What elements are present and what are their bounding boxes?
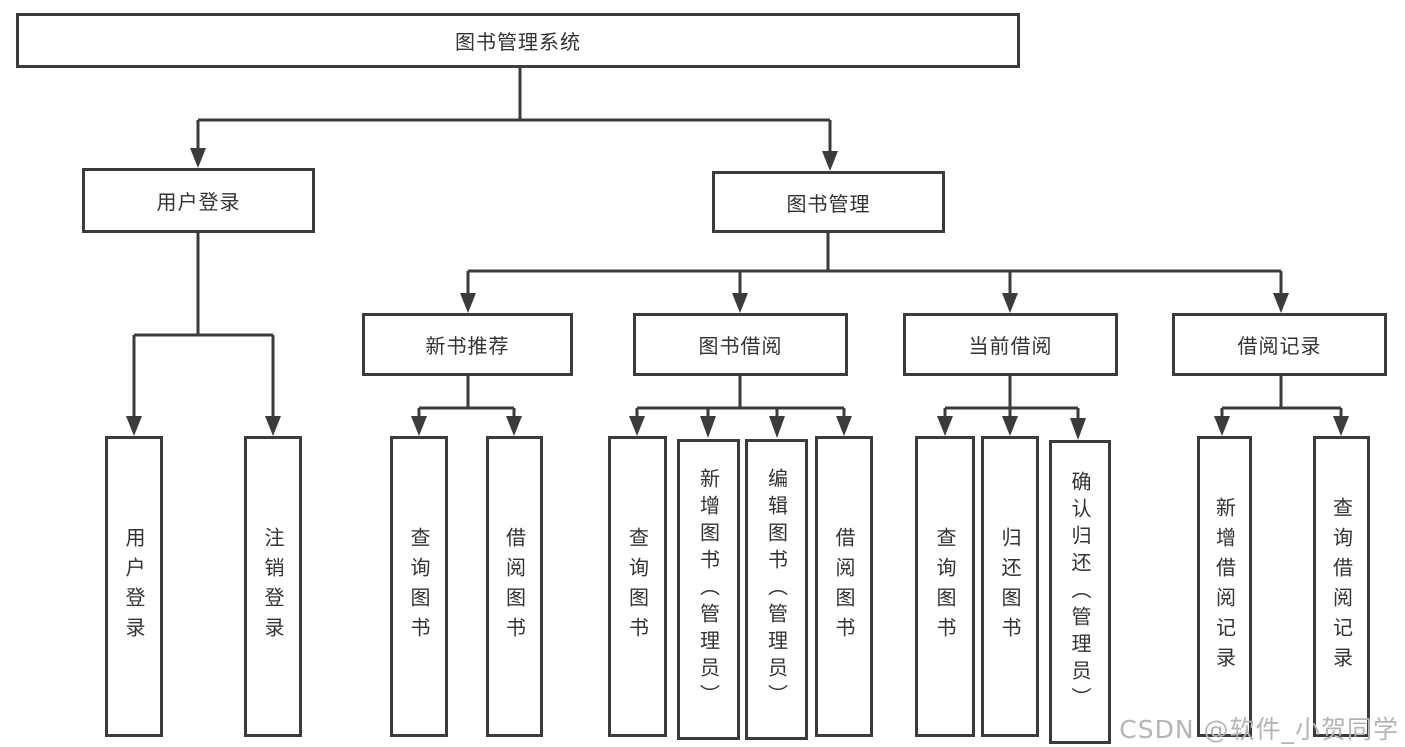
node-label: 图书借阅 xyxy=(698,334,783,358)
node-book-borrowing: 图书借阅 xyxy=(633,313,848,376)
node-label: 查询借阅记录 xyxy=(1329,496,1354,677)
leaf-logout: 注销登录 xyxy=(244,436,302,737)
node-label: 查询图书 xyxy=(407,526,431,647)
node-label: 用户登录 xyxy=(156,190,241,214)
node-label: 借阅记录 xyxy=(1237,334,1322,358)
node-current-borrowing: 当前借阅 xyxy=(903,313,1118,376)
node-user-login: 用户登录 xyxy=(82,168,315,233)
node-label: 新增图书（管理员） xyxy=(696,468,721,711)
node-label: 注销登录 xyxy=(261,526,285,647)
leaf-user-login: 用户登录 xyxy=(105,436,163,737)
leaf-borrow-query-books: 查询图书 xyxy=(608,436,667,737)
leaf-record-query-borrow-record: 查询借阅记录 xyxy=(1313,436,1370,737)
node-label: 图书管理系统 xyxy=(455,30,581,54)
node-book-management: 图书管理 xyxy=(712,171,945,233)
node-label: 借阅图书 xyxy=(502,526,527,647)
node-label: 查询图书 xyxy=(933,526,957,647)
node-label: 新增借阅记录 xyxy=(1212,496,1237,677)
leaf-current-return-books: 归还图书 xyxy=(981,436,1039,737)
node-label: 图书管理 xyxy=(786,191,871,216)
leaf-record-add-borrow-record: 新增借阅记录 xyxy=(1197,436,1252,737)
node-library-management-system: 图书管理系统 xyxy=(16,13,1020,68)
node-new-book-recommend: 新书推荐 xyxy=(362,313,573,376)
leaf-borrow-add-books-admin: 新增图书（管理员） xyxy=(677,439,740,740)
node-label: 当前借阅 xyxy=(968,334,1053,358)
leaf-borrow-edit-books-admin: 编辑图书（管理员） xyxy=(745,439,808,740)
node-label: 归还图书 xyxy=(998,526,1022,647)
leaf-current-query-books: 查询图书 xyxy=(915,436,975,737)
leaf-current-confirm-return-admin: 确认归还（管理员） xyxy=(1049,440,1111,744)
leaf-newrec-query-books: 查询图书 xyxy=(390,436,448,737)
node-label: 用户登录 xyxy=(122,526,146,647)
node-label: 查询图书 xyxy=(625,526,650,647)
csdn-watermark: CSDN @软件_小贺同学 xyxy=(1119,715,1399,744)
node-label: 新书推荐 xyxy=(425,334,510,358)
node-label: 借阅图书 xyxy=(832,526,856,647)
node-label: 确认归还（管理员） xyxy=(1068,470,1092,714)
node-borrowing-records: 借阅记录 xyxy=(1172,313,1387,376)
node-label: 编辑图书（管理员） xyxy=(764,468,789,711)
leaf-borrow-borrow-books: 借阅图书 xyxy=(815,436,873,737)
leaf-newrec-borrow-books: 借阅图书 xyxy=(486,436,543,737)
